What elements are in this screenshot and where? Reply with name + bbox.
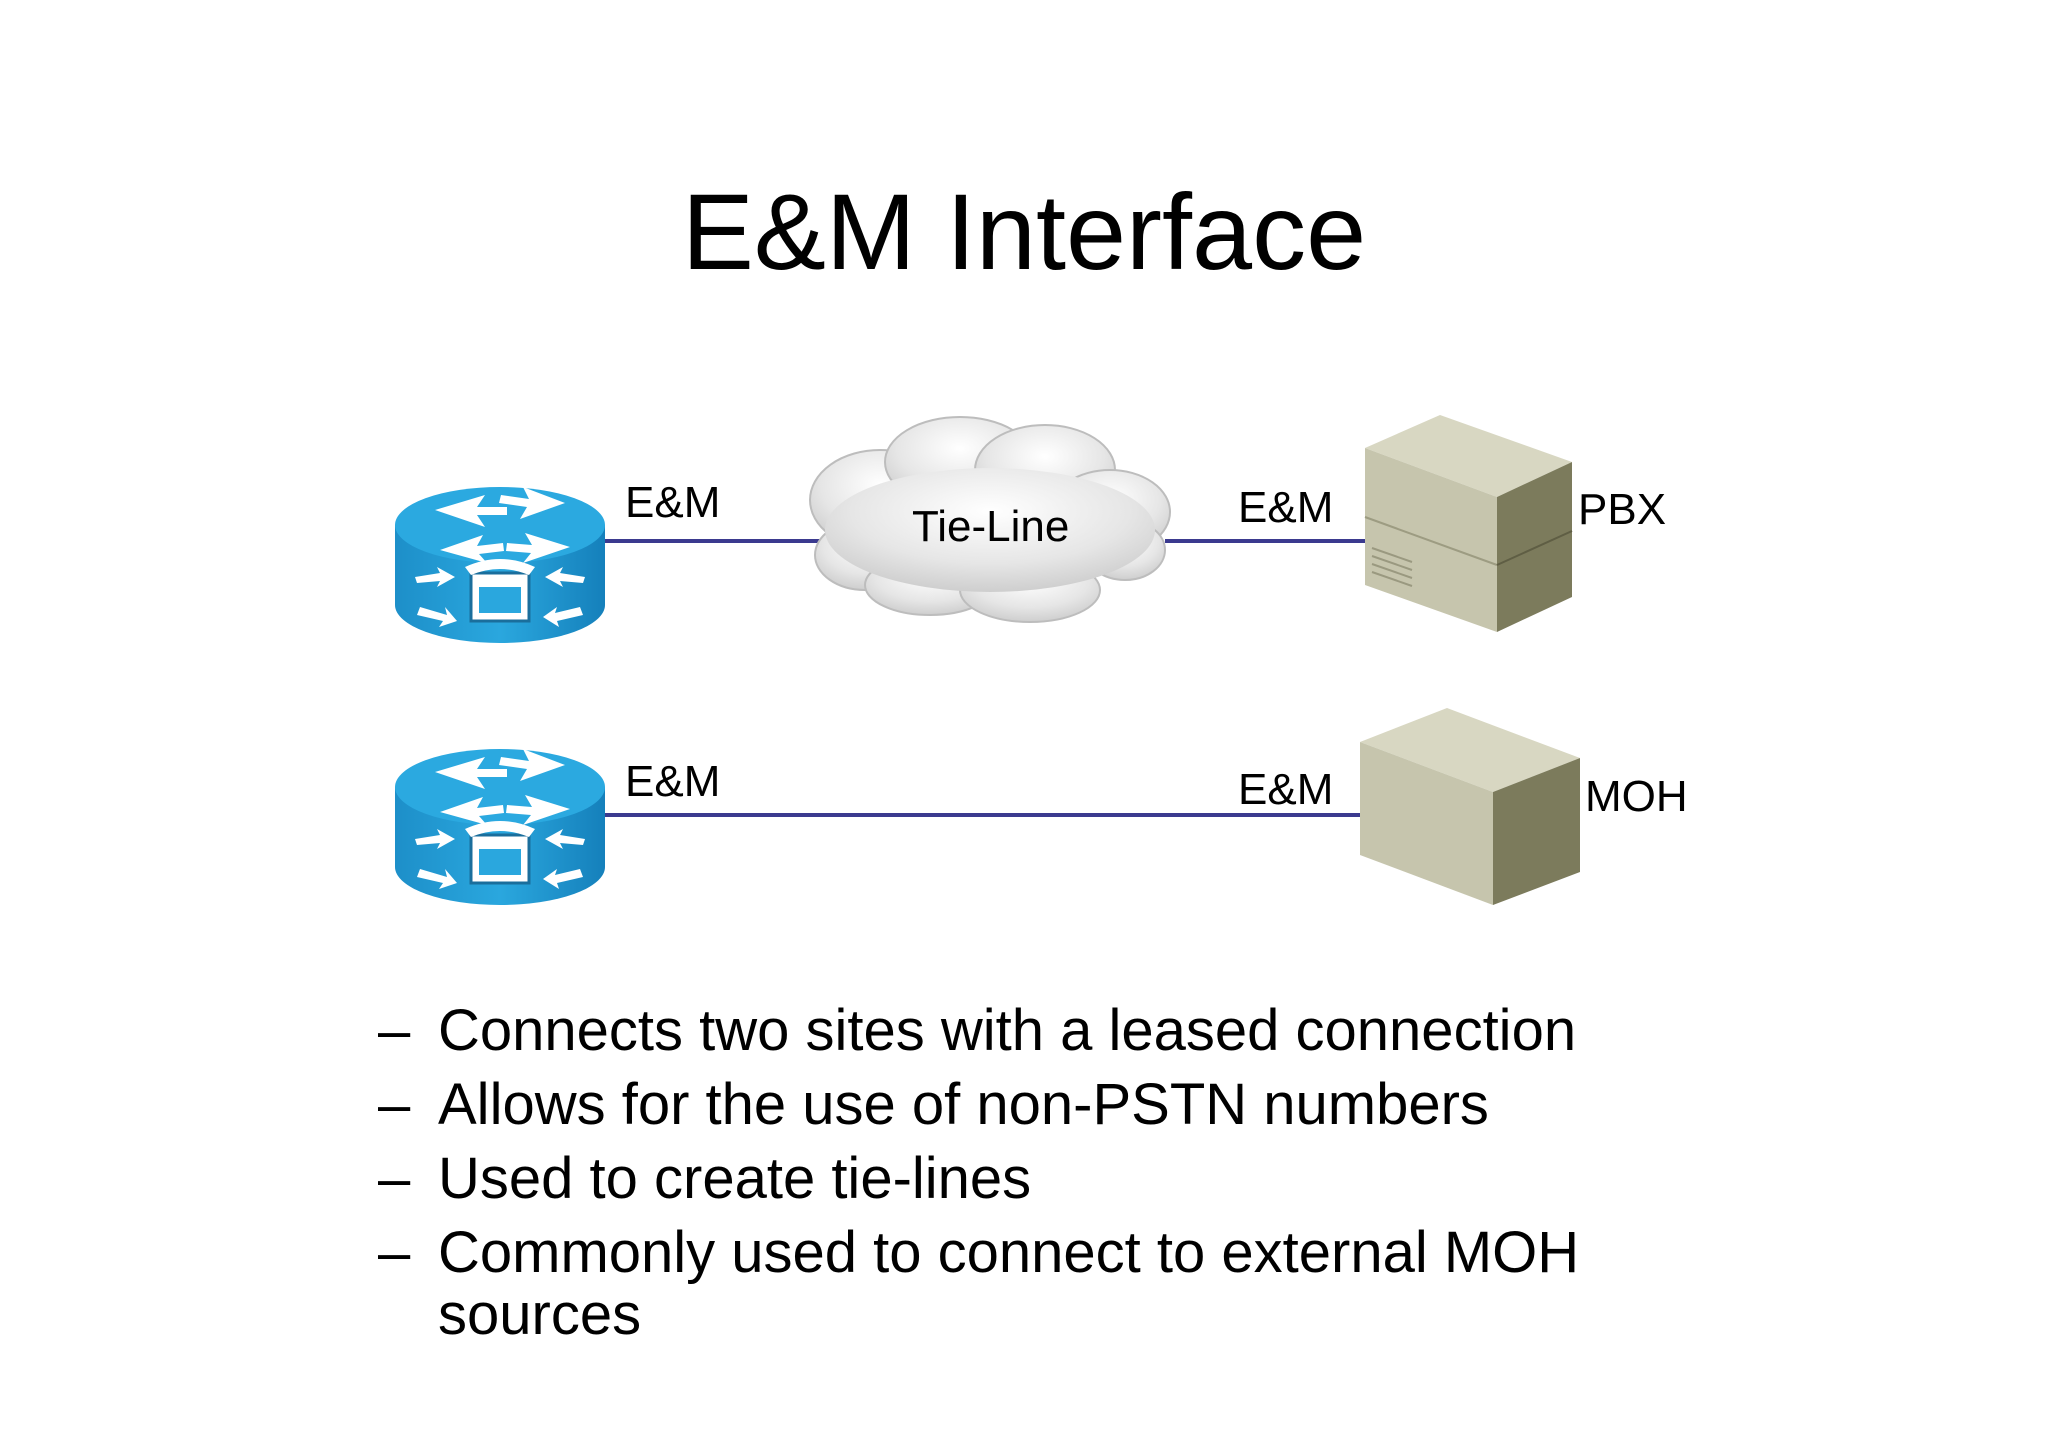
bullet-dash: – (378, 1220, 411, 1285)
bullet-dash: – (378, 1146, 411, 1211)
bullet-list: – Connects two sites with a leased conne… (378, 1000, 1678, 1358)
bullet-text: Commonly used to connect to external MOH… (438, 1220, 1580, 1347)
tie-line-label: Tie-Line (912, 502, 1070, 551)
bullet-item: – Commonly used to connect to external M… (378, 1222, 1678, 1346)
moh-label: MOH (1585, 772, 1688, 821)
row1-right-em-label: E&M (1238, 483, 1334, 532)
row1-left-em-label: E&M (625, 478, 721, 527)
bullet-text: Allows for the use of non-PSTN numbers (438, 1072, 1489, 1137)
bullet-dash: – (378, 1072, 411, 1137)
moh-box-icon (1360, 708, 1580, 905)
voice-router-icon (393, 485, 607, 645)
bullet-item: – Connects two sites with a leased conne… (378, 1000, 1678, 1062)
voice-router-icon (393, 747, 607, 907)
bullet-text: Connects two sites with a leased connect… (438, 998, 1577, 1063)
slide-title: E&M Interface (681, 171, 1367, 292)
bullet-text: Used to create tie-lines (438, 1146, 1032, 1211)
pbx-box-icon (1364, 415, 1573, 632)
bullet-item: – Allows for the use of non-PSTN numbers (378, 1074, 1678, 1136)
cloud-icon (809, 416, 1171, 623)
row2-left-em-label: E&M (625, 757, 721, 806)
row2-right-em-label: E&M (1238, 765, 1334, 814)
pbx-label: PBX (1578, 485, 1667, 534)
bullet-item: – Used to create tie-lines (378, 1148, 1678, 1210)
bullet-dash: – (378, 998, 411, 1063)
